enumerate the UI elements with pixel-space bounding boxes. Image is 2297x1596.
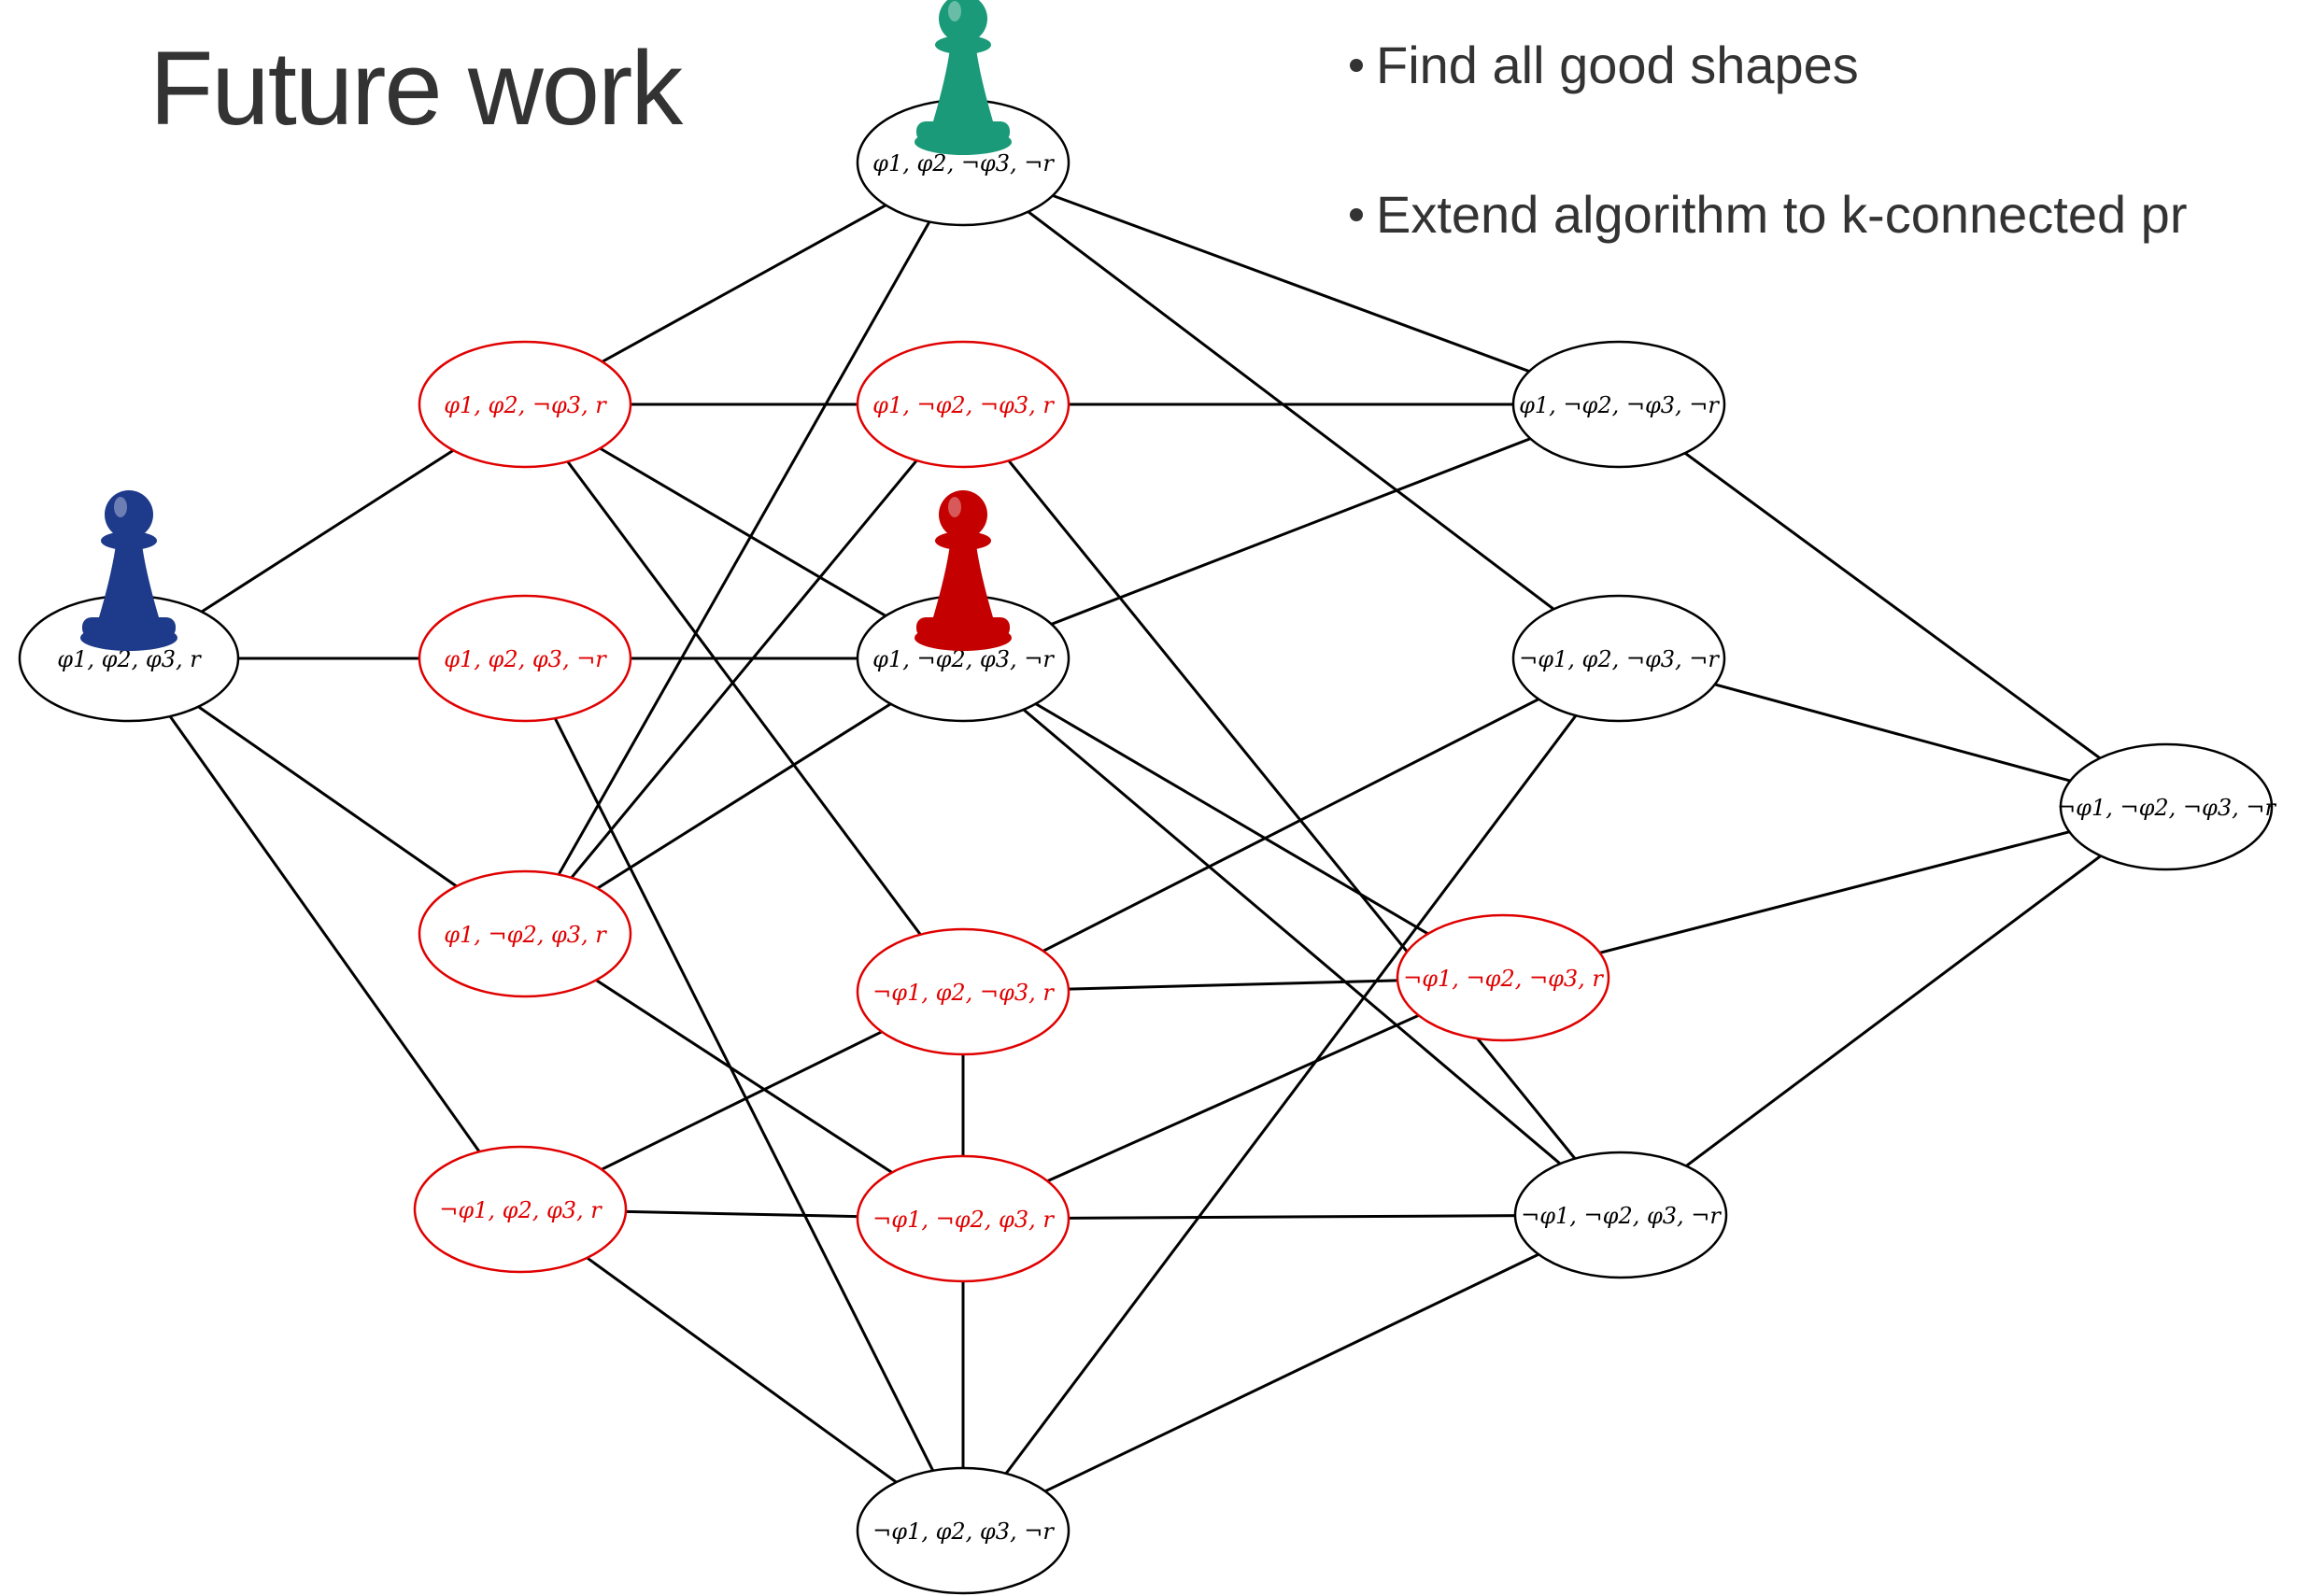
graph-edge [523,162,965,935]
node-ellipse [418,869,632,998]
node-label: ¬φ1, φ2, ¬φ3, ¬r [1519,646,1720,672]
graph-edge [962,657,1620,994]
graph-edge [962,403,1620,660]
graph-node: ¬φ1, ¬φ2, ¬φ3, r [1396,913,1610,1042]
graph-node: φ1, φ2, ¬φ3, ¬r [856,98,1071,227]
graph-edge [962,161,1620,406]
graph-node: φ1, φ2, φ3, r [18,594,240,723]
graph-edge [523,657,965,1532]
graph-pawns [80,0,1012,651]
node-label: ¬φ1, φ2, φ3, r [439,1197,603,1223]
bullet-item: Extend algorithm to k-connected pr [1350,177,2187,252]
graph-edge [961,657,1621,1532]
graph-edge [1620,805,2167,1217]
node-label: φ1, φ2, ¬φ3, r [444,392,607,418]
node-label: φ1, ¬φ2, φ3, r [444,922,607,948]
green-pawn-icon [915,0,1012,155]
red-pawn-icon [915,490,1012,651]
graph-node: φ1, ¬φ2, ¬φ3, ¬r [1511,340,1726,469]
node-label: ¬φ1, ¬φ2, φ3, ¬r [1521,1203,1722,1229]
node-label: ¬φ1, φ2, ¬φ3, r [872,980,1055,1006]
node-ellipse [856,1154,1071,1283]
bullet-list: Find all good shapes Extend algorithm to… [1350,28,2187,327]
graph-node: φ1, φ2, ¬φ3, r [418,340,632,469]
graph-node: ¬φ1, φ2, φ3, ¬r [856,1466,1071,1595]
graph-edge [962,1213,1622,1221]
graph-edge [962,1213,1622,1532]
graph-edge [962,161,1620,660]
node-ellipse [856,340,1071,469]
graph-node: ¬φ1, ¬φ2, φ3, r [856,1154,1071,1283]
graph-node: φ1, ¬φ2, ¬φ3, r [856,340,1071,469]
blue-pawn-icon [80,490,177,651]
node-label: φ1, φ2, φ3, ¬r [444,646,607,672]
graph-edge [961,403,1623,1216]
graph-edge [519,1208,964,1532]
node-ellipse [856,927,1071,1056]
graph-node: ¬φ1, φ2, φ3, r [413,1145,628,1274]
graph-nodes: φ1, φ2, ¬φ3, ¬r φ1, φ2, ¬φ3, r φ1, ¬φ2, ¬φ… [18,98,2276,1595]
graph-edge [524,932,964,1221]
bullet-dot-icon [1350,208,1363,222]
graph-edge [962,976,1504,1221]
graph-edge [523,403,965,993]
graph-edge [1502,805,2167,980]
graph-edge [523,403,965,935]
graph-node: ¬φ1, ¬φ2, ¬φ3, ¬r [2057,742,2276,871]
node-ellipse [2059,742,2274,871]
slide-title: Future work [149,30,683,147]
node-ellipse [418,594,632,723]
graph-edge [127,657,522,1210]
bullet-text: Find all good shapes [1376,35,1859,94]
graph-node: ¬φ1, ¬φ2, φ3, ¬r [1513,1151,1728,1279]
node-label: ¬φ1, ¬φ2, ¬φ3, ¬r [2057,795,2276,821]
node-ellipse [1513,1151,1728,1279]
node-ellipse [1511,594,1726,723]
bullet-text: Extend algorithm to k-connected pr [1376,185,2188,244]
node-label: φ1, ¬φ2, ¬φ3, ¬r [1519,392,1720,418]
node-ellipse [856,1466,1071,1595]
graph-edges [127,161,2167,1532]
node-ellipse [1511,340,1726,469]
graph-node: ¬φ1, φ2, ¬φ3, ¬r [1511,594,1726,723]
graph-edge [1618,403,2167,809]
bullet-item: Find all good shapes [1350,28,2187,103]
node-ellipse [418,340,632,469]
node-label: ¬φ1, ¬φ2, ¬φ3, r [1403,966,1604,992]
graph-node: ¬φ1, φ2, ¬φ3, r [856,927,1071,1056]
node-label: ¬φ1, φ2, φ3, ¬r [872,1518,1055,1545]
node-ellipse [1396,913,1610,1042]
bullet-dot-icon [1350,59,1363,73]
graph-edge [962,657,1622,1217]
graph-node: φ1, φ2, φ3, ¬r [418,594,632,723]
node-label: ¬φ1, ¬φ2, φ3, r [872,1207,1055,1233]
graph-node: φ1, ¬φ2, φ3, r [418,869,632,998]
node-label: φ1, ¬φ2, ¬φ3, r [872,392,1055,418]
node-ellipse [413,1145,628,1274]
